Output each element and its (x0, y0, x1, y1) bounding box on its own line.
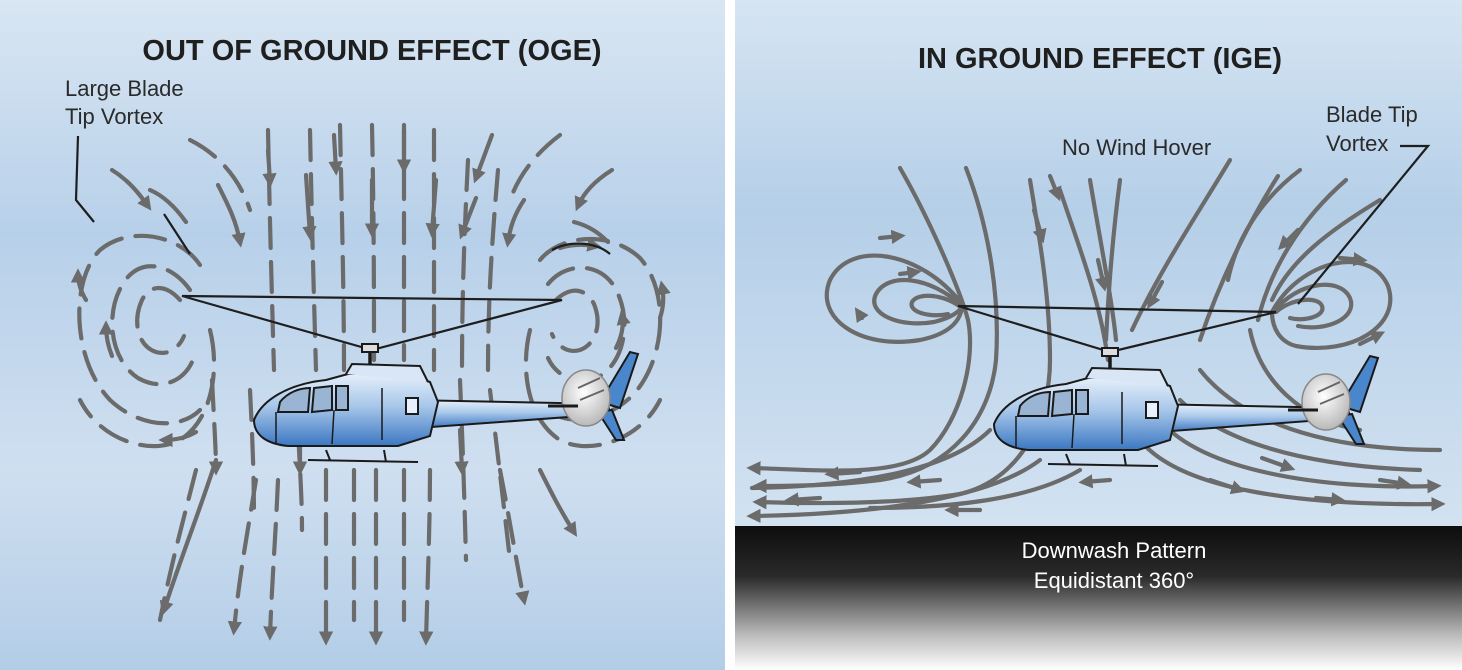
ige-downwash-arrows (746, 157, 1446, 524)
ige-panel: IN GROUND EFFECT (IGE) No Wind Hover Bla… (735, 0, 1462, 670)
ige-label-hover: No Wind Hover (1062, 135, 1211, 160)
ige-ground (735, 526, 1462, 670)
oge-title: OUT OF GROUND EFFECT (OGE) (142, 35, 601, 67)
oge-vortex-leader-line (74, 135, 95, 223)
ige-ground-label-line1: Downwash Pattern (1022, 538, 1207, 563)
oge-helicopter (181, 294, 640, 464)
oge-panel: OUT OF GROUND EFFECT (OGE) Large Blade T… (0, 0, 725, 670)
ige-title: IN GROUND EFFECT (IGE) (918, 43, 1282, 75)
oge-label-vortex-line1: Large Blade (65, 76, 184, 101)
ige-label-vortex-line1: Blade Tip (1326, 102, 1418, 127)
oge-sky-background (0, 0, 725, 670)
oge-label-vortex-line2: Tip Vortex (65, 104, 163, 129)
ige-helicopter (957, 304, 1380, 468)
ige-label-vortex-line2: Vortex (1326, 131, 1388, 156)
oge-vortex-tick-left (163, 213, 191, 255)
oge-vortex-tick-right (551, 242, 611, 255)
panel-divider (725, 0, 735, 670)
ige-vortex-leader-line (1297, 144, 1431, 305)
ige-ground-label-line2: Equidistant 360° (1034, 568, 1194, 593)
